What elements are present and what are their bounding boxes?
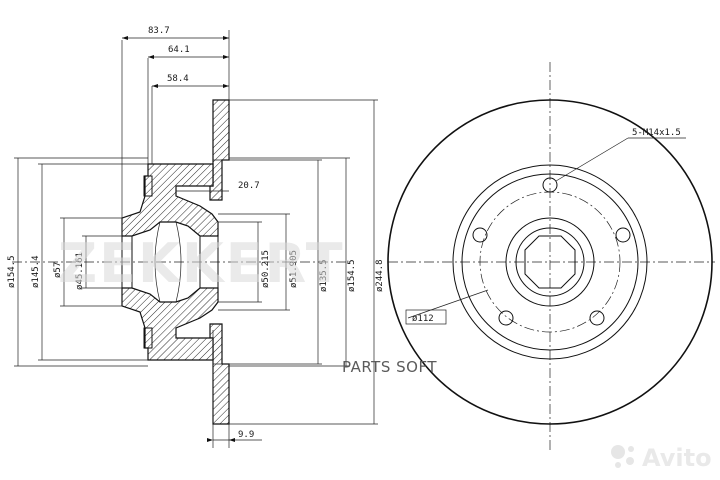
bore-detail bbox=[154, 221, 182, 303]
dim-9-9: 9.9 bbox=[238, 430, 254, 440]
hat-outer-circle bbox=[461, 173, 639, 351]
dim-154-5: ø154.5 bbox=[347, 259, 357, 292]
dim-58-4: 58.4 bbox=[167, 74, 189, 84]
bolt-circle-leader bbox=[407, 289, 489, 319]
front-view: 5-M14x1.5 ø112 bbox=[387, 62, 715, 452]
hub-nut-octagon bbox=[524, 235, 576, 289]
stud-spec: 5-M14x1.5 bbox=[632, 128, 681, 138]
brand-watermark: ZEKKERT bbox=[58, 232, 345, 295]
bolt-circle-dim: ø112 bbox=[412, 314, 434, 324]
stud-hole bbox=[472, 227, 488, 243]
bore-outline bbox=[121, 236, 219, 288]
stud-hole bbox=[542, 177, 558, 193]
stud-holes bbox=[472, 177, 631, 326]
bolt-circle-label-box bbox=[405, 309, 447, 325]
dim-45-161: ø45.161 bbox=[75, 252, 85, 290]
parts-soft-watermark: PARTS SOFT bbox=[342, 358, 437, 376]
hub-section-upper bbox=[121, 163, 219, 237]
dim-145-4: ø145.4 bbox=[31, 255, 41, 288]
hub-circle bbox=[505, 217, 595, 307]
section-view: 83.7 64.1 58.4 20.7 9.9 ø154.5 ø145.4 ø5… bbox=[7, 26, 385, 448]
dim-244-8: ø244.8 bbox=[375, 259, 385, 292]
hub-lip-lower bbox=[143, 327, 153, 349]
dim-20-7: 20.7 bbox=[238, 181, 260, 191]
stud-hole bbox=[615, 227, 631, 243]
dim-50-215: ø50.215 bbox=[261, 250, 271, 288]
dim-51-905: ø51.905 bbox=[289, 250, 299, 288]
disc-outer-circle bbox=[387, 99, 713, 425]
avito-logo-icon bbox=[611, 445, 634, 468]
hub-section-lower bbox=[121, 287, 219, 361]
dim-135-5: ø135.5 bbox=[319, 259, 329, 292]
avito-watermark: Avito bbox=[642, 444, 712, 472]
pilot-circle bbox=[515, 227, 585, 297]
friction-inner-circle bbox=[452, 164, 648, 360]
dim-64-1: 64.1 bbox=[168, 45, 190, 55]
dim-57: ø57 bbox=[53, 262, 63, 278]
stud-hole bbox=[498, 310, 514, 326]
stud-hole bbox=[589, 310, 605, 326]
hub-lip bbox=[143, 175, 153, 197]
dim-83-7: 83.7 bbox=[148, 26, 170, 36]
dim-154-5-left: ø154.5 bbox=[7, 255, 17, 288]
stud-leader bbox=[555, 137, 629, 182]
